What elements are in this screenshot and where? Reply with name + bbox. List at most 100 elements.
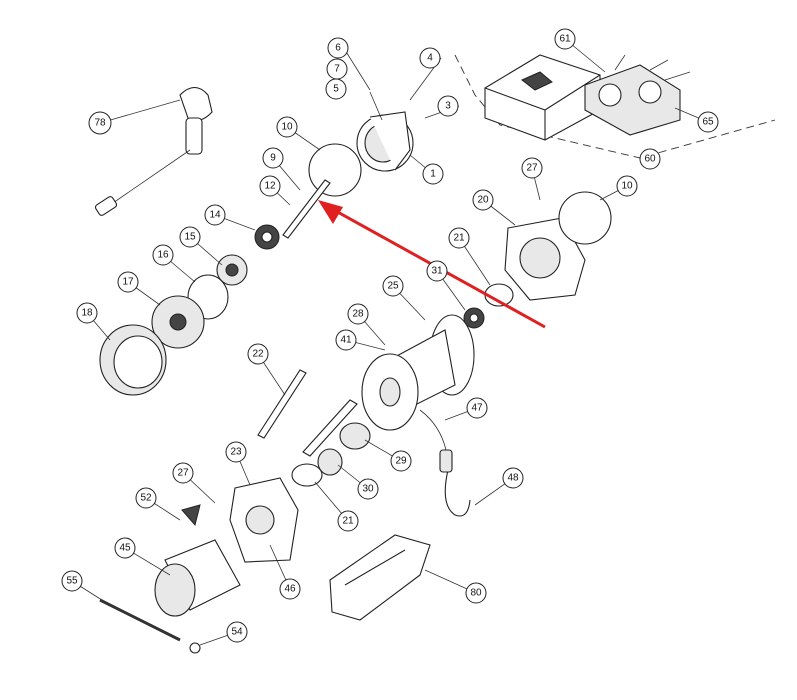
svg-text:10: 10: [621, 181, 633, 192]
control-box-cover: [484, 54, 601, 141]
svg-text:31: 31: [431, 266, 443, 277]
planetary-carrier-2: [151, 295, 205, 349]
planetary-carrier-1: [216, 254, 248, 286]
svg-text:54: 54: [231, 627, 243, 638]
callout-30: 30: [357, 478, 379, 500]
callout-80: 80: [465, 582, 487, 604]
motor: [154, 504, 241, 617]
svg-text:52: 52: [140, 493, 152, 504]
wire-rope-hook: [419, 409, 471, 517]
callout-9: 9: [262, 147, 284, 169]
gasket: [308, 143, 362, 197]
callout-6: 6: [327, 37, 349, 59]
callout-41: 41: [335, 329, 357, 351]
svg-text:78: 78: [94, 118, 106, 129]
clutch: [339, 422, 371, 450]
callout-23: 23: [225, 441, 247, 463]
svg-text:10: 10: [281, 122, 293, 133]
leader-lines: [71, 38, 709, 646]
motor-shaft: [302, 399, 358, 457]
svg-text:17: 17: [122, 277, 134, 288]
gear-end-housing: [504, 217, 586, 301]
svg-text:65: 65: [702, 117, 714, 128]
svg-text:61: 61: [559, 34, 571, 45]
callout-45: 45: [114, 537, 136, 559]
callout-16: 16: [152, 244, 174, 266]
svg-text:16: 16: [157, 250, 169, 261]
svg-text:22: 22: [252, 349, 264, 360]
svg-text:9: 9: [270, 153, 276, 164]
group-boundary-line: [454, 54, 776, 159]
svg-text:21: 21: [453, 233, 465, 244]
svg-text:55: 55: [66, 576, 78, 587]
callout-10: 10: [616, 175, 638, 197]
svg-text:27: 27: [177, 468, 189, 479]
sun-gear: [254, 224, 280, 250]
callout-31: 31: [426, 260, 448, 282]
svg-text:48: 48: [507, 473, 519, 484]
svg-text:46: 46: [284, 584, 296, 595]
svg-text:29: 29: [395, 456, 407, 467]
svg-text:12: 12: [264, 181, 276, 192]
svg-text:7: 7: [334, 64, 340, 75]
callout-61: 61: [554, 28, 576, 50]
svg-text:28: 28: [352, 309, 364, 320]
input-shaft: [282, 179, 331, 239]
callout-1: 1: [422, 163, 444, 185]
solenoid-assembly: [584, 54, 691, 136]
callout-21: 21: [448, 227, 470, 249]
callout-18: 18: [76, 302, 98, 324]
callout-20: 20: [472, 189, 494, 211]
gasket-2: [558, 191, 612, 245]
callout-22: 22: [247, 343, 269, 365]
svg-text:80: 80: [470, 588, 482, 599]
ring-gear: [99, 324, 167, 396]
callout-25: 25: [382, 275, 404, 297]
svg-text:47: 47: [471, 403, 483, 414]
callout-54: 54: [226, 621, 248, 643]
callout-78: 78: [88, 111, 112, 135]
callout-27: 27: [521, 157, 543, 179]
svg-text:45: 45: [119, 543, 131, 554]
svg-text:3: 3: [445, 101, 451, 112]
nut: [189, 642, 201, 654]
svg-text:21: 21: [342, 516, 354, 527]
svg-text:25: 25: [387, 281, 399, 292]
tie-rod: [257, 369, 307, 439]
callout-65: 65: [697, 111, 719, 133]
svg-text:20: 20: [477, 195, 489, 206]
callout-5: 5: [325, 78, 347, 100]
svg-text:4: 4: [427, 53, 433, 64]
svg-text:15: 15: [184, 232, 196, 243]
callout-3: 3: [437, 95, 459, 117]
callout-48: 48: [502, 467, 524, 489]
gear: [463, 307, 485, 329]
callout-14: 14: [204, 204, 226, 226]
callout-17: 17: [117, 271, 139, 293]
remote-control: [94, 86, 213, 216]
svg-text:14: 14: [209, 210, 221, 221]
svg-text:23: 23: [230, 447, 242, 458]
callout-29: 29: [390, 450, 412, 472]
svg-text:1: 1: [430, 169, 436, 180]
callout-28: 28: [347, 303, 369, 325]
svg-text:60: 60: [644, 154, 656, 165]
drum-housing: [356, 91, 414, 172]
callout-46: 46: [279, 578, 301, 600]
callout-52: 52: [135, 487, 157, 509]
callout-7: 7: [326, 58, 348, 80]
callout-47: 47: [466, 397, 488, 419]
svg-text:41: 41: [340, 335, 352, 346]
svg-text:6: 6: [335, 43, 341, 54]
callout-15: 15: [179, 226, 201, 248]
coupler: [317, 448, 343, 476]
callout-60: 60: [639, 148, 661, 170]
callout-10: 10: [276, 116, 298, 138]
callout-12: 12: [259, 175, 281, 197]
battery-cable: [99, 598, 181, 642]
callout-21: 21: [337, 510, 359, 532]
fairlead: [329, 534, 431, 621]
svg-text:30: 30: [362, 484, 374, 495]
